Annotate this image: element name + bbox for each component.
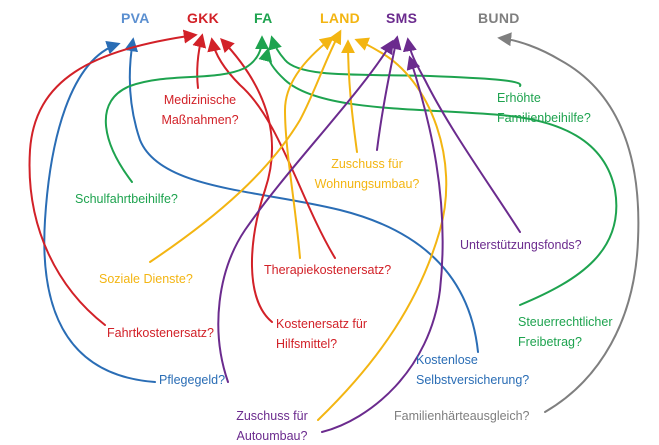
benefit-pflegegeld: Pflegegeld? (159, 373, 226, 387)
target-land: LAND (320, 10, 361, 26)
arrow-autoumbau-yellow-to-land (317, 37, 448, 421)
arrow-familienhaerte-to-bund (497, 32, 640, 413)
arrow-fahrtkosten-to-gkk (28, 29, 198, 326)
benefit-therapiekostenersatz: Therapiekostenersatz? (264, 263, 392, 277)
benefit-erhoehte-familienbeihilfe: Erhöhte Familienbeihilfe? (497, 91, 591, 125)
benefit-soziale-dienste: Soziale Dienste? (99, 272, 193, 286)
benefit-zuschuss-autoumbau: Zuschuss für Autoumbau? (236, 409, 308, 443)
arrow-hilfsmittel-to-gkk (220, 37, 273, 323)
target-pva: PVA (121, 10, 150, 26)
arrow-wohnungsumbau-purple-to-sms (376, 35, 402, 151)
target-gkk: GKK (187, 10, 220, 26)
target-fa: FA (254, 10, 273, 26)
benefit-kostenlose-selbstversicherung: Kostenlose Selbstversicherung? (416, 353, 530, 387)
benefit-unterstuetzungsfonds: Unterstützungsfonds? (460, 238, 582, 252)
arrow-therapie-yellow-to-land (283, 36, 335, 259)
benefit-wohnungsumbau: Zuschuss für Wohnungsumbau? (314, 157, 420, 191)
arrow-soziale-dienste-to-land (149, 29, 342, 263)
arrow-schulfahrtbeihilfe-to-fa (104, 35, 269, 183)
benefit-schulfahrtbeihilfe: Schulfahrtbeihilfe? (75, 192, 178, 206)
arrow-steuerrechtlich-to-fa (258, 47, 618, 306)
arrow-familienbeihilfe-to-fa (268, 35, 522, 87)
benefit-kostenersatz-hilfsmittel: Kostenersatz für Hilfsmittel? (276, 317, 368, 351)
benefit-medizinische-massnahmen: Medizinische Maßnahmen? (161, 93, 239, 127)
arrow-autoumbau-2-to-sms (321, 55, 444, 433)
benefit-fahrtkostenersatz: Fahrtkostenersatz? (107, 326, 214, 340)
benefit-steuerrechtlicher-freibetrag: Steuerrechtlicher Freibetrag? (518, 315, 613, 349)
arrow-pflegegeld-to-pva (43, 40, 156, 383)
arrow-medizinische-to-gkk (192, 33, 207, 89)
arrow-therapiekosten-to-gkk (207, 37, 336, 259)
target-sms: SMS (386, 10, 418, 26)
target-bund: BUND (478, 10, 520, 26)
arrow-autoumbau-to-sms (217, 39, 394, 383)
arrow-selbstversicherung-to-pva (124, 37, 479, 353)
benefit-familienhaerteausgleich: Familienhärteausgleich? (394, 409, 530, 423)
arrow-unterstuetzungsfonds-to-sms (402, 37, 521, 233)
